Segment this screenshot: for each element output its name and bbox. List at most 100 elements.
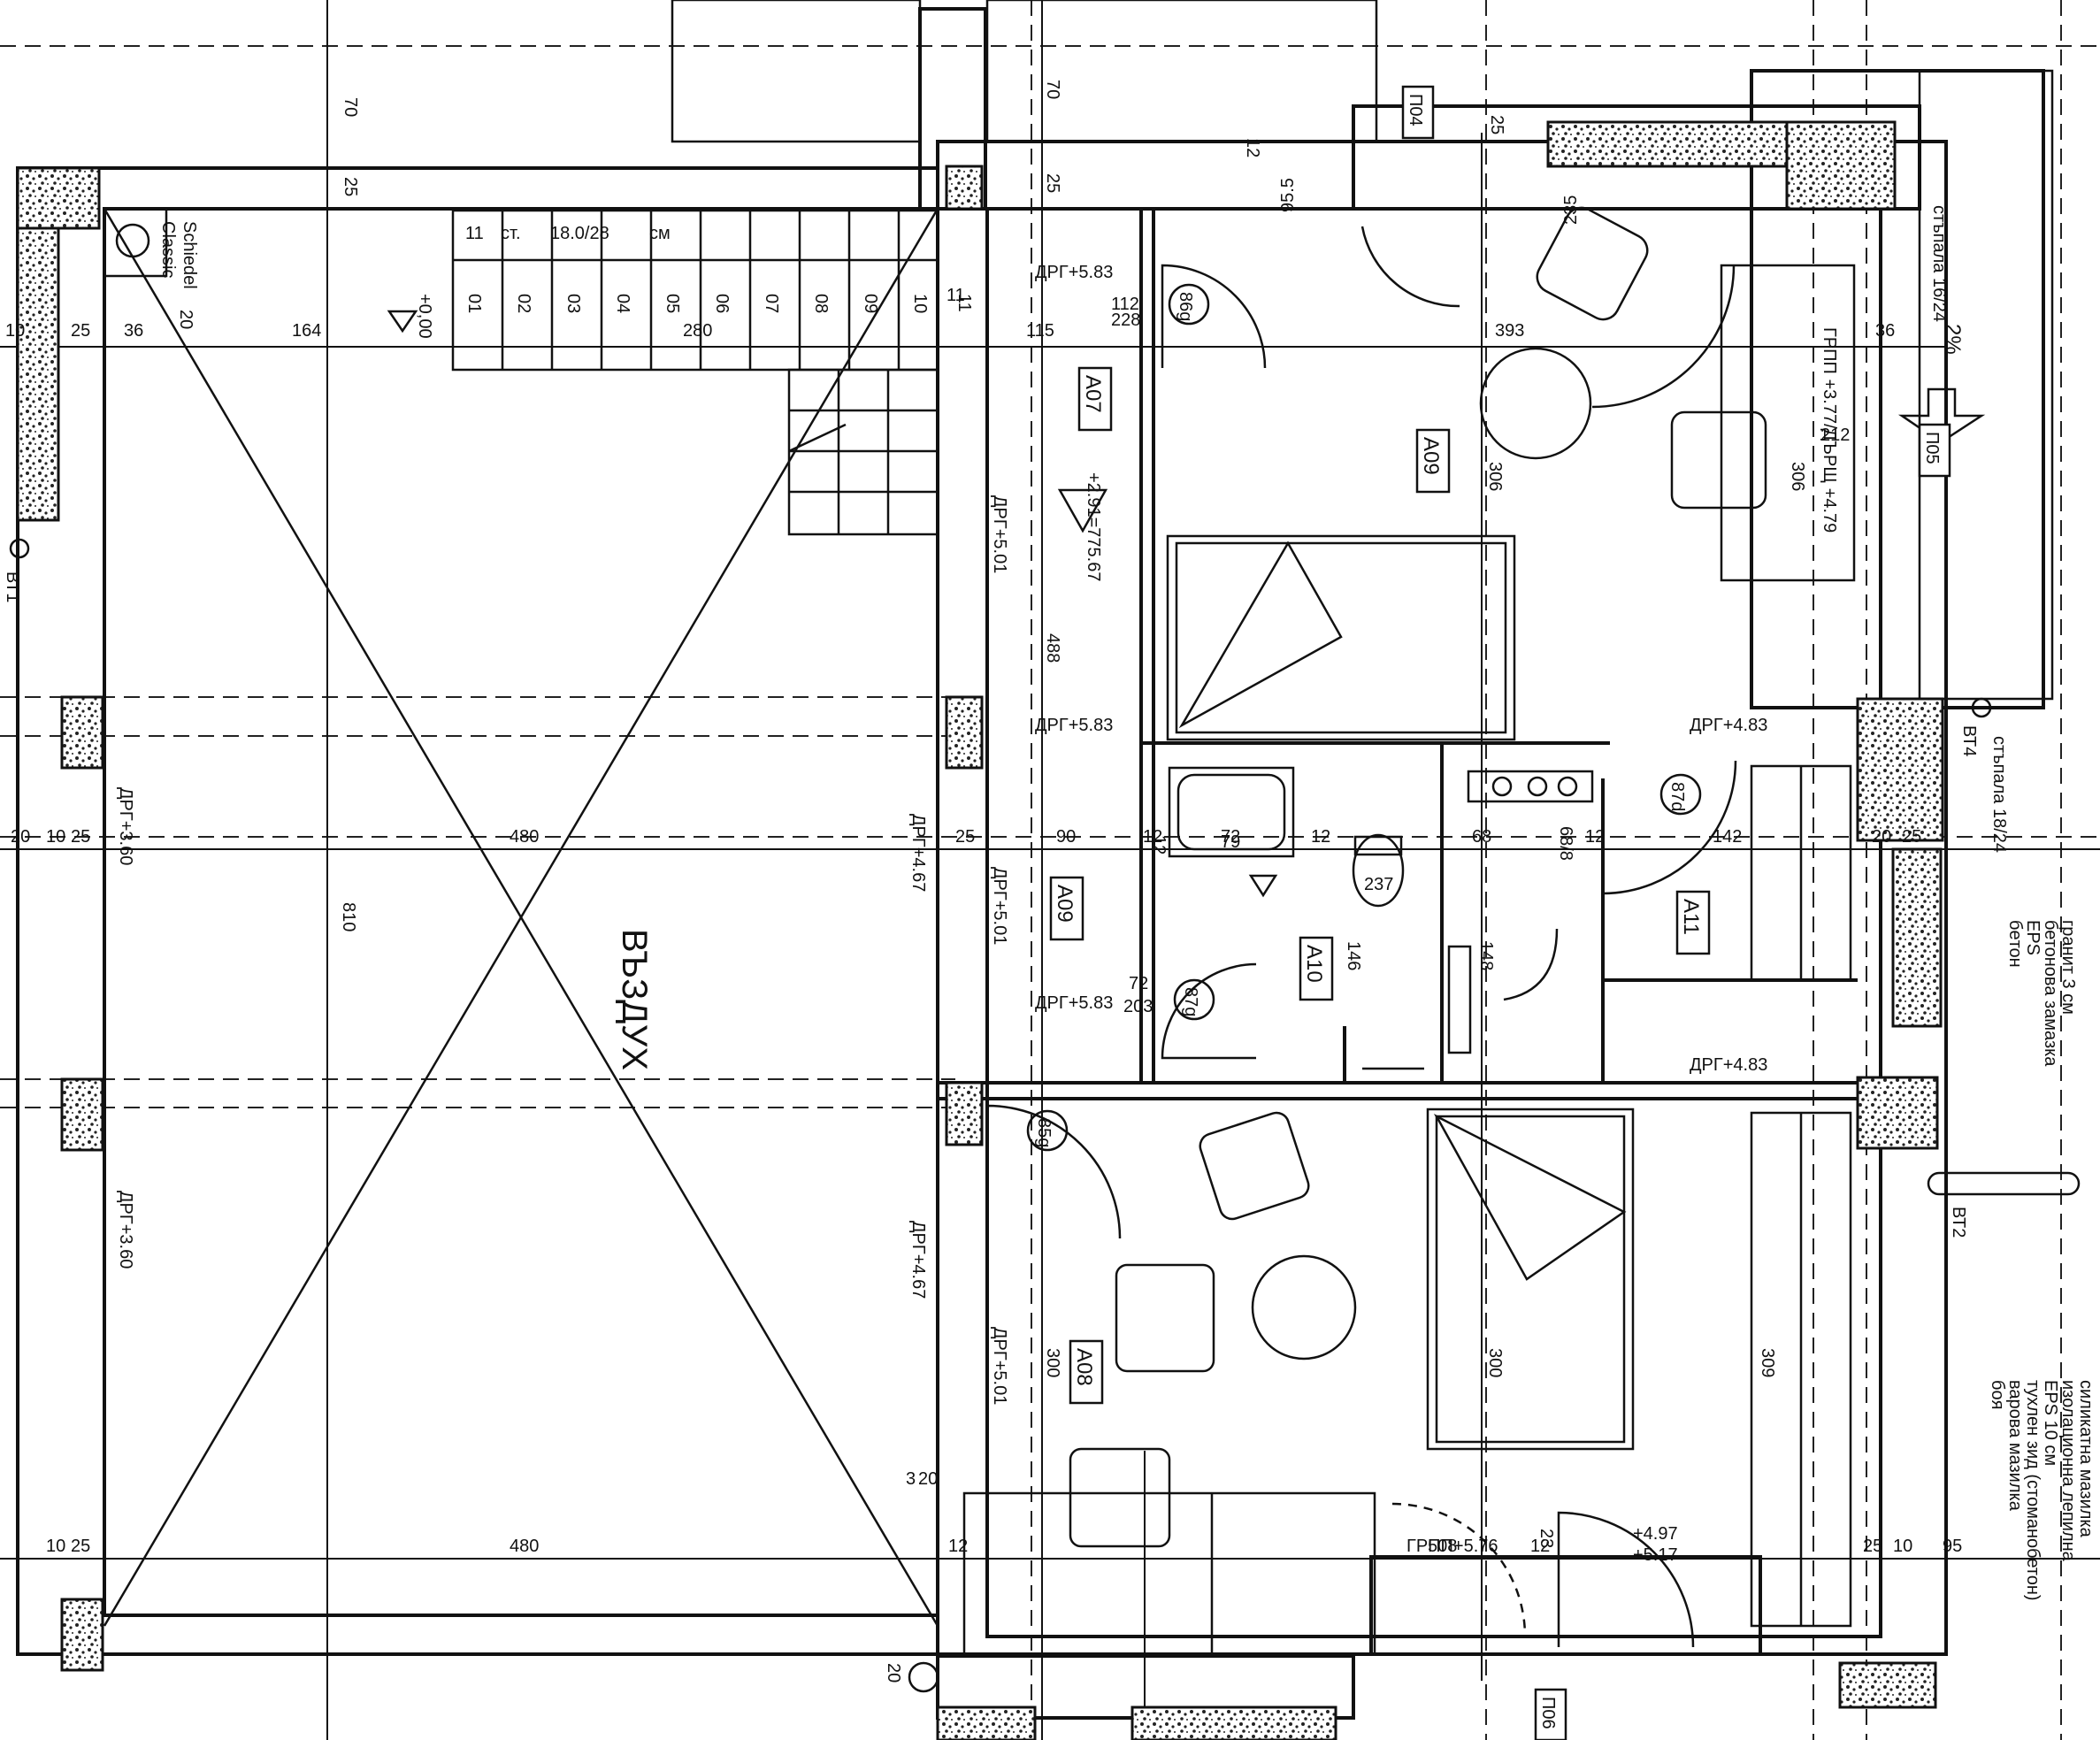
dim-text: 10 bbox=[46, 827, 65, 847]
dim-text: 10 bbox=[1893, 1537, 1912, 1556]
beam-label: ДРГ+5.83 bbox=[1035, 716, 1113, 735]
window-tag: П04 bbox=[1406, 94, 1425, 126]
dim-text: 36 bbox=[1875, 321, 1895, 341]
desk-chair bbox=[1069, 1447, 1171, 1548]
shower-curve bbox=[1503, 928, 1559, 1001]
bed-mattress bbox=[1175, 541, 1507, 734]
column bbox=[1856, 697, 1944, 842]
layer-text: бeтон bbox=[2005, 920, 2025, 968]
room-tag-box bbox=[1299, 936, 1334, 1001]
room-tag-a09: A09 bbox=[1053, 885, 1077, 923]
door-tag: 87d bbox=[1667, 782, 1687, 811]
dim-text: 25 bbox=[955, 827, 975, 847]
stair-direction-arrow bbox=[788, 423, 847, 453]
sink-counter bbox=[1467, 770, 1594, 803]
door-swing bbox=[1360, 226, 1460, 308]
dim-text: 146 bbox=[1344, 941, 1363, 970]
chimney-brand: Schiedel bbox=[180, 221, 199, 289]
dim-text: 228 bbox=[1111, 310, 1140, 330]
room-tag-box bbox=[1415, 428, 1451, 494]
round-table bbox=[1251, 1254, 1357, 1361]
upper-slab bbox=[985, 0, 1378, 143]
stair-header: 18.0/28 bbox=[550, 224, 609, 243]
sink-basin bbox=[1491, 776, 1513, 797]
balcony-bench bbox=[1720, 264, 1856, 582]
exterior-wall-left bbox=[16, 166, 939, 1656]
layer-text: бетонова замазка bbox=[2041, 920, 2060, 1067]
layer-text: тухлен зид (стоманобетон) bbox=[2023, 1380, 2043, 1601]
level-text: ГРПП+5.76 bbox=[1406, 1537, 1498, 1556]
column bbox=[945, 695, 984, 770]
column bbox=[1856, 1076, 1939, 1150]
room-tag-a08: A08 bbox=[1072, 1348, 1096, 1386]
dim-text: 95.5 bbox=[1278, 178, 1298, 212]
beam-label: ДРГ+4.67 bbox=[908, 814, 928, 892]
armchair bbox=[1115, 1263, 1215, 1373]
dim-text: 25 bbox=[1043, 173, 1062, 193]
desk bbox=[962, 1491, 1376, 1656]
downpipe-label: ВТ1 bbox=[3, 571, 22, 602]
column bbox=[945, 1081, 984, 1146]
beam-label: ДРГ+4.67 bbox=[908, 1221, 928, 1299]
dim-text: 280 bbox=[683, 321, 712, 341]
door-tag-circle bbox=[1173, 978, 1215, 1021]
stair-header: 11 bbox=[465, 224, 484, 243]
room-tag-box bbox=[1069, 1339, 1104, 1405]
dim-text: 164 bbox=[292, 321, 321, 341]
interior-face-right bbox=[985, 207, 1882, 1638]
toilet bbox=[1352, 833, 1405, 908]
armchair bbox=[1670, 410, 1767, 510]
dim-text: 23 bbox=[1537, 1529, 1556, 1548]
level-text: ГРПП +3.77/ДЪРЩ +4.79 bbox=[1820, 327, 1839, 533]
room-tag-a10: A10 bbox=[1302, 945, 1326, 983]
void-label: ВЪЗДУХ bbox=[615, 929, 654, 1070]
stair-step-number: 07 bbox=[762, 294, 781, 313]
column bbox=[16, 226, 60, 522]
dim-text: 212 bbox=[1820, 425, 1850, 445]
beam-label: ДРГ+5.83 bbox=[1035, 263, 1113, 282]
dim-text: 12 bbox=[1311, 827, 1330, 847]
dim-text: 25 bbox=[1863, 1537, 1882, 1556]
dim-text: 203 bbox=[1123, 997, 1153, 1016]
armchair bbox=[1536, 206, 1649, 321]
dim-text: 36 bbox=[124, 321, 143, 341]
bed-mattress bbox=[1435, 1115, 1626, 1444]
dim-text: 25 bbox=[71, 321, 90, 341]
layer-text: боя bbox=[1988, 1380, 2007, 1409]
column bbox=[60, 1077, 104, 1152]
beam-label: ДРГ+4.83 bbox=[1690, 716, 1767, 735]
stair-note: стъпала 16/24 bbox=[1929, 205, 1949, 322]
stair-step-number: 02 bbox=[514, 294, 533, 313]
stair-step-number: 03 bbox=[563, 294, 583, 313]
beam-label: ДРГ+5.01 bbox=[990, 1327, 1009, 1405]
void-area bbox=[103, 208, 939, 1627]
beam-label: ДРГ+4.83 bbox=[1690, 1055, 1767, 1075]
layer-text: EPS 10 см bbox=[2041, 1380, 2060, 1466]
door-tag: 87g bbox=[1181, 987, 1200, 1016]
balcony-slab bbox=[1918, 69, 2054, 701]
dim-text: 10 bbox=[46, 1537, 65, 1556]
dim-text: 20 bbox=[884, 1663, 903, 1683]
dim-text: 20 bbox=[11, 827, 30, 847]
dim-text: 148 bbox=[1476, 941, 1496, 970]
column bbox=[1130, 1706, 1337, 1740]
level-markers bbox=[387, 310, 1986, 898]
level-text: +4.97 bbox=[1633, 1524, 1678, 1544]
stair-note: стъпала 18/24 bbox=[1989, 736, 2009, 853]
level-text: +5.17 bbox=[1633, 1545, 1678, 1565]
room-tag-a11: A11 bbox=[1679, 899, 1703, 935]
stair-step-number: 06 bbox=[712, 294, 732, 313]
column bbox=[1891, 847, 1943, 1028]
stair-header: ст. bbox=[501, 224, 521, 243]
downpipe-circle bbox=[9, 538, 30, 559]
stair-step-number: 09 bbox=[861, 294, 880, 313]
level-triangle bbox=[1248, 874, 1278, 898]
layer-text: силикатна мазилка bbox=[2076, 1380, 2096, 1538]
column bbox=[16, 166, 101, 230]
window-tag: П06 bbox=[1538, 1697, 1558, 1729]
void-cross-line bbox=[103, 208, 939, 1627]
dim-text: 142 bbox=[1713, 827, 1742, 847]
dim-text: 508 bbox=[1428, 1537, 1457, 1556]
downpipe-label: ВТ2 bbox=[1949, 1207, 1968, 1238]
